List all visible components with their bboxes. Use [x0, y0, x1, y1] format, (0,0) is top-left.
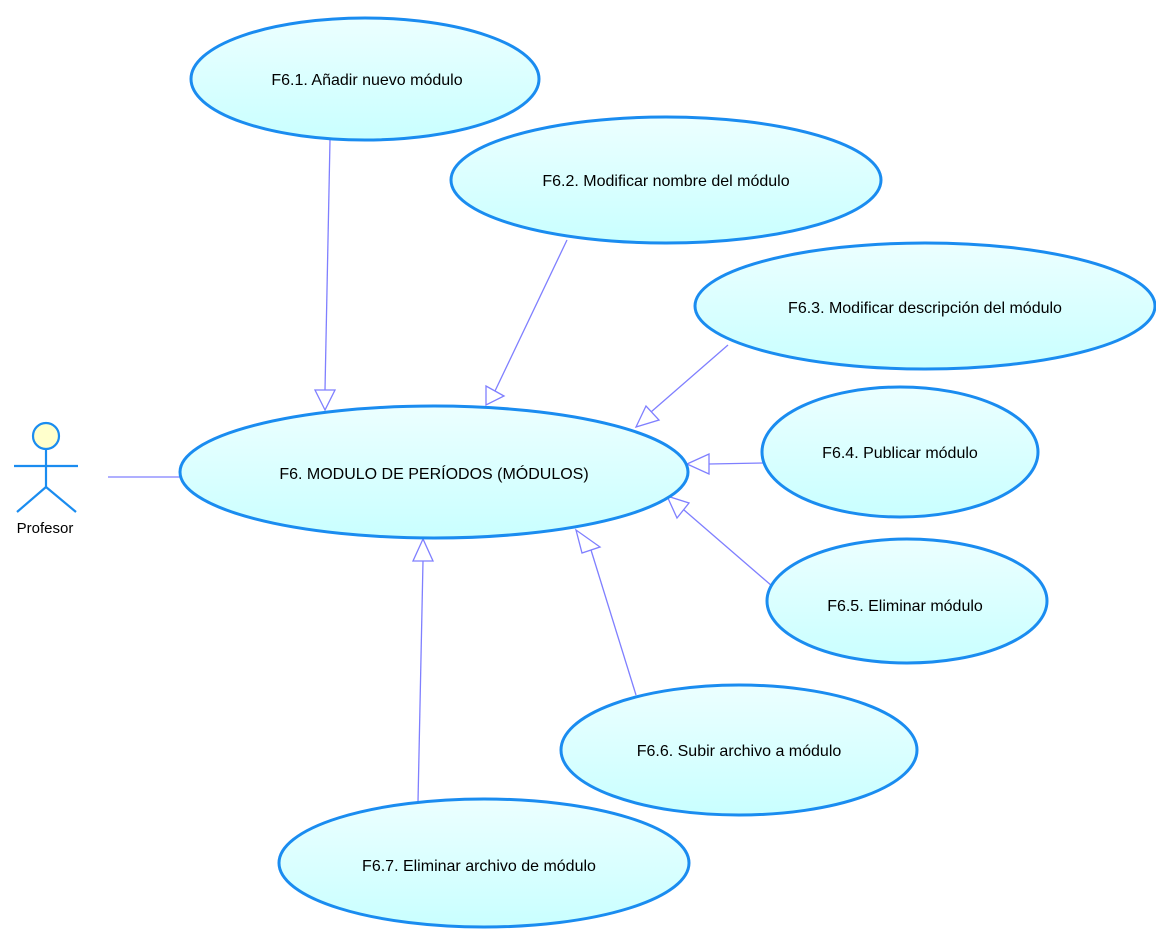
generalization-line-f6-2 [494, 239, 568, 392]
use-case-label: F6.4. Publicar módulo [822, 445, 978, 462]
main-use-case-label: F6. MODULO DE PERÍODOS (MÓDULOS) [279, 464, 588, 483]
stick-figure-actor-icon [14, 421, 78, 513]
generalization-line-f6-4 [708, 462, 765, 465]
use-case-label: F6.6. Subir archivo a módulo [637, 743, 842, 760]
connectors [108, 139, 773, 803]
use-case-label: F6.1. Añadir nuevo módulo [271, 72, 462, 89]
use-case-f6-5[interactable]: F6.5. Eliminar módulo [765, 537, 1049, 665]
arrowhead-f6-3 [634, 404, 661, 429]
use-case-label: F6.2. Modificar nombre del módulo [542, 173, 789, 190]
actor-profesor[interactable]: Profesor [14, 421, 78, 537]
arrowhead-f6-2 [485, 384, 506, 407]
arrowheads [313, 384, 710, 562]
arrowhead-f6-7 [411, 537, 435, 562]
use-case-f6-4[interactable]: F6.4. Publicar módulo [760, 385, 1040, 519]
generalization-line-f6-6 [590, 549, 637, 696]
use-case-f6-1[interactable]: F6.1. Añadir nuevo módulo [189, 16, 541, 142]
use-case-f6-3[interactable]: F6.3. Modificar descripción del módulo [693, 241, 1156, 371]
arrowhead-f6-5 [665, 494, 691, 520]
generalization-line-f6-3 [650, 344, 729, 413]
generalization-line-f6-5 [683, 509, 773, 587]
arrowhead-f6-1 [313, 389, 337, 412]
use-case-f6-7[interactable]: F6.7. Eliminar archivo de módulo [277, 797, 691, 929]
use-case-f6-6[interactable]: F6.6. Subir archivo a módulo [559, 683, 919, 817]
use-case-label: F6.3. Modificar descripción del módulo [788, 300, 1062, 317]
actor-label: Profesor [17, 520, 74, 537]
generalization-line-f6-1 [324, 139, 331, 391]
use-case-f6[interactable]: F6. MODULO DE PERÍODOS (MÓDULOS) [178, 404, 690, 540]
arrowhead-f6-6 [574, 528, 602, 554]
generalization-line-f6-7 [417, 560, 424, 803]
use-case-f6-2[interactable]: F6.2. Modificar nombre del módulo [449, 115, 883, 245]
arrowhead-f6-4 [685, 452, 710, 476]
use-case-label: F6.5. Eliminar módulo [827, 598, 983, 615]
use-case-label: F6.7. Eliminar archivo de módulo [362, 858, 596, 875]
